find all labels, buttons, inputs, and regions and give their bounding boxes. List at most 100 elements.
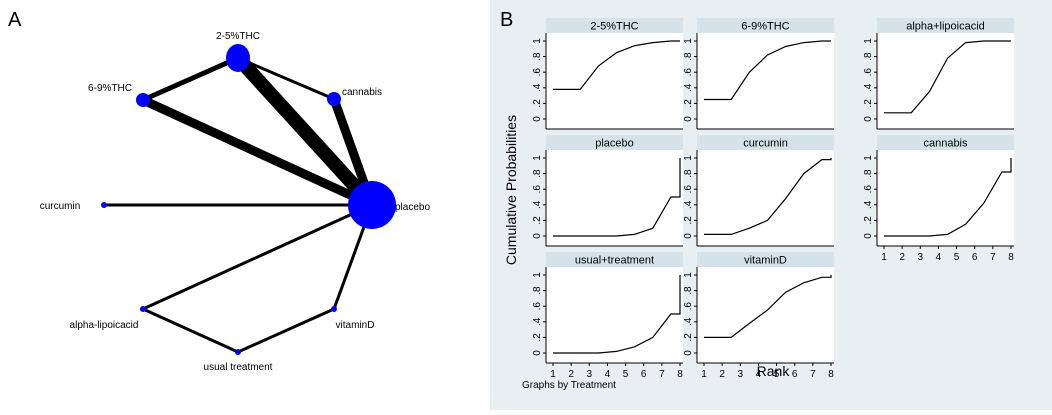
edge-2-5-thc-cannabis: [237, 56, 335, 101]
y-tick-label: .2: [532, 99, 543, 108]
facet-strip: [697, 252, 834, 267]
y-tick-label: 0: [683, 116, 694, 122]
y-tick-label: .2: [683, 216, 694, 225]
x-tick-label: 2: [568, 369, 574, 380]
x-tick-label: 2: [719, 369, 725, 380]
series-line-2-5-thc: [553, 40, 680, 90]
y-tick-label: .6: [683, 68, 694, 77]
edge-6-9-thc-placebo: [141, 95, 374, 210]
series-line-6-9-thc: [704, 40, 831, 101]
x-tick-label: 1: [881, 252, 887, 263]
y-tick-label: 0: [863, 233, 874, 239]
x-tick-label: 8: [828, 369, 834, 380]
facet-strip: [546, 252, 683, 267]
edge-alpha-lipoicacid-placebo: [142, 203, 373, 311]
x-tick-label: 2: [899, 252, 905, 263]
facet-strip: [546, 18, 683, 33]
node-label-alpha-lipoicacid: alpha-lipoicacid: [70, 320, 139, 331]
y-tick-label: 1: [532, 155, 543, 161]
node-2-5-thc: [226, 44, 250, 72]
plot-area: [877, 33, 1014, 129]
x-tick-label: 6: [972, 252, 978, 263]
y-tick-label: .2: [683, 99, 694, 108]
series-line-cannabis: [884, 158, 1012, 237]
edge-2-5-thc-placebo: [232, 53, 378, 210]
x-tick-label: 4: [756, 369, 762, 380]
series-line-vitamind: [704, 275, 832, 338]
y-tick-label: 1: [532, 38, 543, 44]
x-tick-label: 6: [792, 369, 798, 380]
panel-b-label: B: [500, 9, 513, 31]
series-line-placebo: [553, 158, 681, 237]
y-tick-label: .4: [683, 317, 694, 326]
y-tick-label: .8: [532, 52, 543, 61]
node-label-curcumin: curcumin: [40, 201, 81, 212]
plot-area: [697, 150, 834, 246]
y-tick-label: 1: [863, 38, 874, 44]
y-tick-label: 0: [532, 350, 543, 356]
node-curcumin: [101, 202, 107, 208]
y-tick-label: .8: [863, 52, 874, 61]
y-tick-label: .6: [683, 302, 694, 311]
plot-area: [877, 150, 1014, 246]
x-axis-title: Rank: [757, 363, 791, 379]
graphs-by-note: Graphs by Treatment: [522, 380, 616, 391]
facet-title: curcumin: [743, 138, 788, 150]
node-cannabis: [327, 92, 341, 106]
y-tick-label: 0: [863, 116, 874, 122]
y-tick-label: .4: [863, 200, 874, 209]
y-tick-label: .6: [532, 185, 543, 194]
y-tick-label: .4: [683, 200, 694, 209]
rank-probability-plot: B Cumulative Probabilities Rank Graphs b…: [490, 0, 1052, 410]
facet-strip: [877, 18, 1014, 33]
x-tick-label: 3: [738, 369, 744, 380]
facet-title: 2-5%THC: [590, 21, 638, 33]
node-usual-treatment: [235, 349, 241, 355]
facet-strip: [697, 135, 834, 150]
y-tick-label: .6: [863, 185, 874, 194]
x-tick-label: 7: [990, 252, 996, 263]
y-tick-label: .8: [863, 169, 874, 178]
x-tick-label: 3: [918, 252, 924, 263]
plot-area: [546, 33, 683, 129]
facet-title: cannabis: [923, 138, 968, 150]
y-tick-label: .2: [863, 99, 874, 108]
edge-alpha-lipoicacid-usual-treatment: [142, 307, 239, 354]
facet-strip: [546, 135, 683, 150]
series-line-curcumin: [704, 158, 832, 235]
node-label-6-9-thc: 6-9%THC: [88, 83, 132, 94]
y-tick-label: .8: [532, 286, 543, 295]
panel-a-label: A: [8, 9, 22, 31]
y-tick-label: 0: [532, 116, 543, 122]
plot-area: [546, 267, 683, 363]
y-tick-label: 0: [683, 350, 694, 356]
x-tick-label: 5: [623, 369, 629, 380]
x-tick-label: 6: [641, 369, 647, 380]
plot-area: [697, 267, 834, 363]
y-axis-title: Cumulative Probabilities: [503, 115, 519, 265]
y-tick-label: .2: [683, 333, 694, 342]
x-tick-label: 5: [954, 252, 960, 263]
node-label-2-5-thc: 2-5%THC: [216, 31, 260, 42]
x-tick-label: 8: [677, 369, 683, 380]
panel-b: B Cumulative Probabilities Rank Graphs b…: [490, 0, 1052, 410]
y-tick-label: .8: [683, 286, 694, 295]
y-tick-label: 0: [532, 233, 543, 239]
node-placebo: [348, 181, 396, 229]
y-tick-label: .2: [532, 216, 543, 225]
x-tick-label: 7: [810, 369, 816, 380]
y-tick-label: .8: [683, 169, 694, 178]
y-tick-label: .6: [683, 185, 694, 194]
series-line-usual-treatment: [553, 275, 681, 354]
plot-area: [697, 33, 834, 129]
facet-title: 6-9%THC: [741, 21, 789, 33]
y-tick-label: 1: [683, 38, 694, 44]
x-tick-label: 4: [605, 369, 611, 380]
